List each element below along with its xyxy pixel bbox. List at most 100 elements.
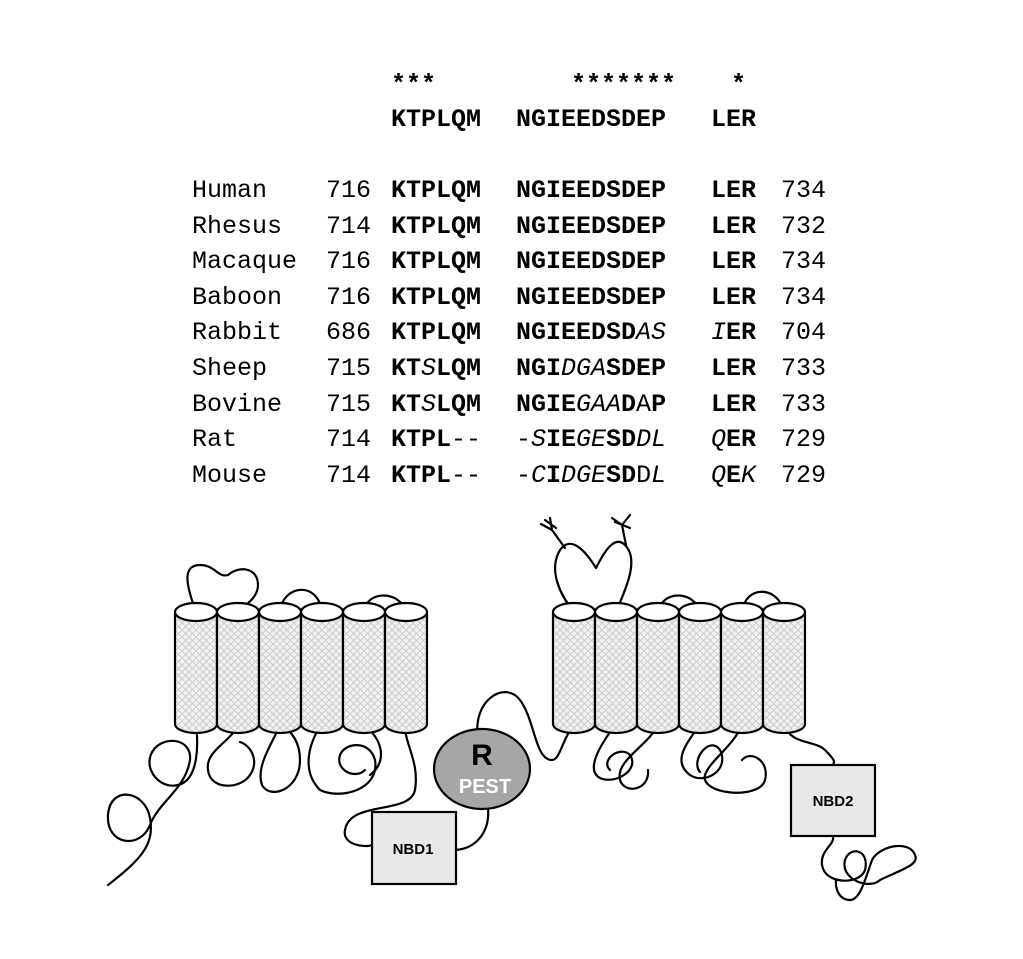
consensus-group-3: LER [711,105,757,134]
nbd2-label: NBD2 [813,793,854,810]
sequence-segment: LER [711,212,756,241]
species-name: Rhesus [192,211,283,241]
start-position: 714 [326,211,372,241]
residue-run: KTPLQM [391,211,482,241]
sequence-segment: KTSLQM [391,354,481,383]
start-position: 715 [326,389,372,419]
residue-run: GAA [576,389,622,419]
sequence-segment: NGIEEDSDEP [516,176,666,205]
end-position: 733 [781,389,827,419]
sequence-segment: -SIEGESDDL [516,425,666,454]
species-name: Human [192,176,268,205]
residue-run: LER [711,176,757,205]
nbd1-domain: NBD1 [370,810,458,886]
tm-helix [551,601,597,735]
residue-run: ER [726,425,757,455]
residue-run: A [636,389,652,419]
start-position: 714 [326,425,372,455]
tm-helix [299,601,345,735]
start-position: 716 [326,282,372,312]
tm-helix [215,601,261,735]
species-name: Rabbit [192,318,283,348]
residue-run: KTPLQM [391,176,482,205]
residue-run: NGI [516,354,562,383]
sequence-segment: KTPLQM [391,247,481,276]
residue-run: SDEP [606,354,667,383]
end-position: 734 [781,247,827,277]
residue-run: AS [636,318,667,348]
tm-helix [719,601,765,735]
residue-run: IE [546,425,577,455]
residue-run: S [421,389,437,419]
sequence-segment: NGIEEDSDEP [516,247,666,276]
residue-run: NGIEEDSDEP [516,282,667,312]
cytoplasmic-loop-5 [680,722,724,780]
nbd1-label: NBD1 [393,841,434,858]
residue-run: Q [711,425,727,455]
consensus-group-2: NGIEEDSDEP [516,105,667,134]
residue-run: K [741,460,757,490]
residue-run: D [621,389,637,419]
cytoplasmic-loop-1 [206,722,256,787]
sequence-segment: LER [711,283,756,312]
nbd2-domain: NBD2 [789,763,877,838]
r-domain: R PEST [432,727,532,811]
residue-run: -- [451,425,482,455]
end-position: 704 [781,318,827,348]
glycan-branch-right [610,513,632,547]
conservation-stars-1: *** [391,70,437,99]
end-position: 734 [781,176,827,205]
start-position: 686 [326,318,372,348]
residue-run: L [651,460,667,490]
conservation-stars-2: ******* [571,70,677,99]
end-position: 734 [781,282,827,312]
sequence-segment: LER [711,354,756,383]
species-name: Bovine [192,389,283,419]
cytoplasmic-loop-5b [703,722,767,794]
tm-helix [173,601,219,735]
residue-run: KT [391,389,422,419]
sequence-segment: KTPL-- [391,425,481,454]
residue-run: GE [576,425,607,455]
residue-run: KT [391,354,422,383]
end-position: 729 [781,425,827,455]
sequence-segment: KTPLQM [391,212,481,241]
sequence-segment: NGIDGASDEP [516,354,666,383]
start-position: 716 [326,176,372,205]
cytoplasmic-loop-4 [592,722,634,781]
residue-run: LER [711,354,757,383]
sequence-segment: KTPL-- [391,461,481,490]
residue-run: I [711,318,727,348]
pest-label: PEST [459,776,511,798]
residue-run: - [516,425,532,455]
residue-run: C [531,460,547,490]
tm-helix [677,601,723,735]
tm-helix [635,601,681,735]
c-terminus [820,834,917,902]
residue-run: LER [711,282,757,312]
species-name: Sheep [192,354,268,383]
tm-domain-1 [173,601,429,735]
residue-run: Q [711,460,727,490]
sequence-segment: KTPLQM [391,283,481,312]
tm-helix [593,601,639,735]
conservation-stars-3: * [731,70,747,99]
sequence-segment: QEK [711,461,756,490]
end-position: 733 [781,354,827,383]
cytoplasmic-loop-6 [782,722,836,767]
sequence-segment: KTPLQM [391,318,481,347]
sequence-segment: NGIEEDSDEP [516,283,666,312]
alignment-header: *** ******* * KTPLQM NGIEEDSDEP LER [0,0,756,203]
species-name: Rat [192,425,238,455]
sequence-segment: KTPLQM [391,176,481,205]
n-terminus [106,722,199,887]
residue-run: KTPL [391,425,452,455]
sequence-segment: -CIDGESDDL [516,461,666,490]
residue-run: NGIEEDSD [516,318,637,348]
glycosylated-loop [554,540,633,614]
residue-run: SD [606,425,637,455]
end-position: 729 [781,460,827,490]
species-name: Macaque [192,247,298,277]
cytoplasmic-loop-2 [259,722,302,793]
tm-helix [383,601,429,735]
